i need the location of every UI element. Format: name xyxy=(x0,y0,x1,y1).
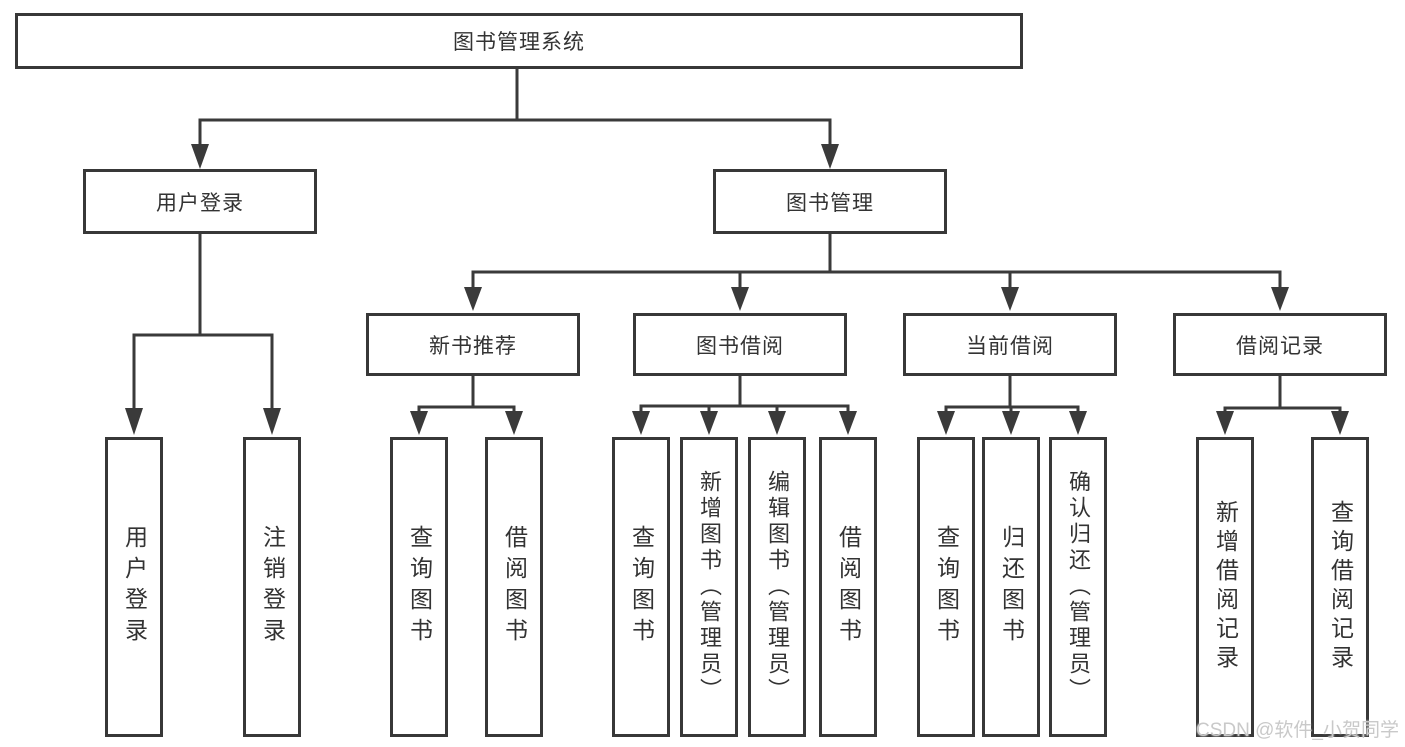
leaf-records-query-record-label: 查询借阅记录 xyxy=(1327,500,1354,674)
leaf-records-add-record-label: 新增借阅记录 xyxy=(1212,500,1239,674)
leaf-current-return-books: 归还图书 xyxy=(982,437,1040,737)
leaf-borrowing-query-books: 查询图书 xyxy=(612,437,670,737)
connector-current-borrowing xyxy=(937,376,1087,435)
leaf-current-return-books-label: 归还图书 xyxy=(998,525,1025,649)
leaf-recommend-query-books: 查询图书 xyxy=(390,437,448,737)
leaf-recommend-query-books-label: 查询图书 xyxy=(406,525,433,649)
connector-borrowing-records xyxy=(1216,376,1349,435)
node-borrowing-records: 借阅记录 xyxy=(1173,313,1387,376)
node-user-login: 用户登录 xyxy=(83,169,317,234)
leaf-user-login: 用户登录 xyxy=(105,437,163,737)
leaf-user-login-label: 用户登录 xyxy=(121,525,148,649)
leaf-logout-label: 注销登录 xyxy=(259,525,286,649)
leaf-recommend-borrow-books-label: 借阅图书 xyxy=(501,525,528,649)
csdn-watermark: CSDN @软件_小贺同学 xyxy=(1196,720,1399,741)
leaf-records-add-record: 新增借阅记录 xyxy=(1196,437,1254,737)
connector-user-login xyxy=(125,234,281,435)
leaf-current-query-books: 查询图书 xyxy=(917,437,975,737)
leaf-current-confirm-return-admin: 确认归还（管理员） xyxy=(1049,437,1107,737)
node-book-borrowing: 图书借阅 xyxy=(633,313,847,376)
leaf-borrowing-add-books-admin: 新增图书（管理员） xyxy=(680,437,738,737)
node-root: 图书管理系统 xyxy=(15,13,1023,69)
node-book-management: 图书管理 xyxy=(713,169,947,234)
connector-new-book-recommend xyxy=(410,376,523,435)
leaf-borrowing-add-books-admin-label: 新增图书（管理员） xyxy=(697,470,722,704)
leaf-logout: 注销登录 xyxy=(243,437,301,737)
leaf-current-query-books-label: 查询图书 xyxy=(933,525,960,649)
node-current-borrowing: 当前借阅 xyxy=(903,313,1117,376)
leaf-records-query-record: 查询借阅记录 xyxy=(1311,437,1369,737)
connector-root xyxy=(191,69,839,169)
leaf-recommend-borrow-books: 借阅图书 xyxy=(485,437,543,737)
leaf-current-confirm-return-admin-label: 确认归还（管理员） xyxy=(1066,470,1091,704)
connector-book-management xyxy=(464,234,1289,311)
leaf-borrowing-edit-books-admin: 编辑图书（管理员） xyxy=(748,437,806,737)
leaf-borrowing-borrow-books: 借阅图书 xyxy=(819,437,877,737)
connector-book-borrowing xyxy=(632,376,857,435)
leaf-borrowing-edit-books-admin-label: 编辑图书（管理员） xyxy=(765,470,790,704)
leaf-borrowing-borrow-books-label: 借阅图书 xyxy=(835,525,862,649)
leaf-borrowing-query-books-label: 查询图书 xyxy=(628,525,655,649)
node-new-book-recommend: 新书推荐 xyxy=(366,313,580,376)
